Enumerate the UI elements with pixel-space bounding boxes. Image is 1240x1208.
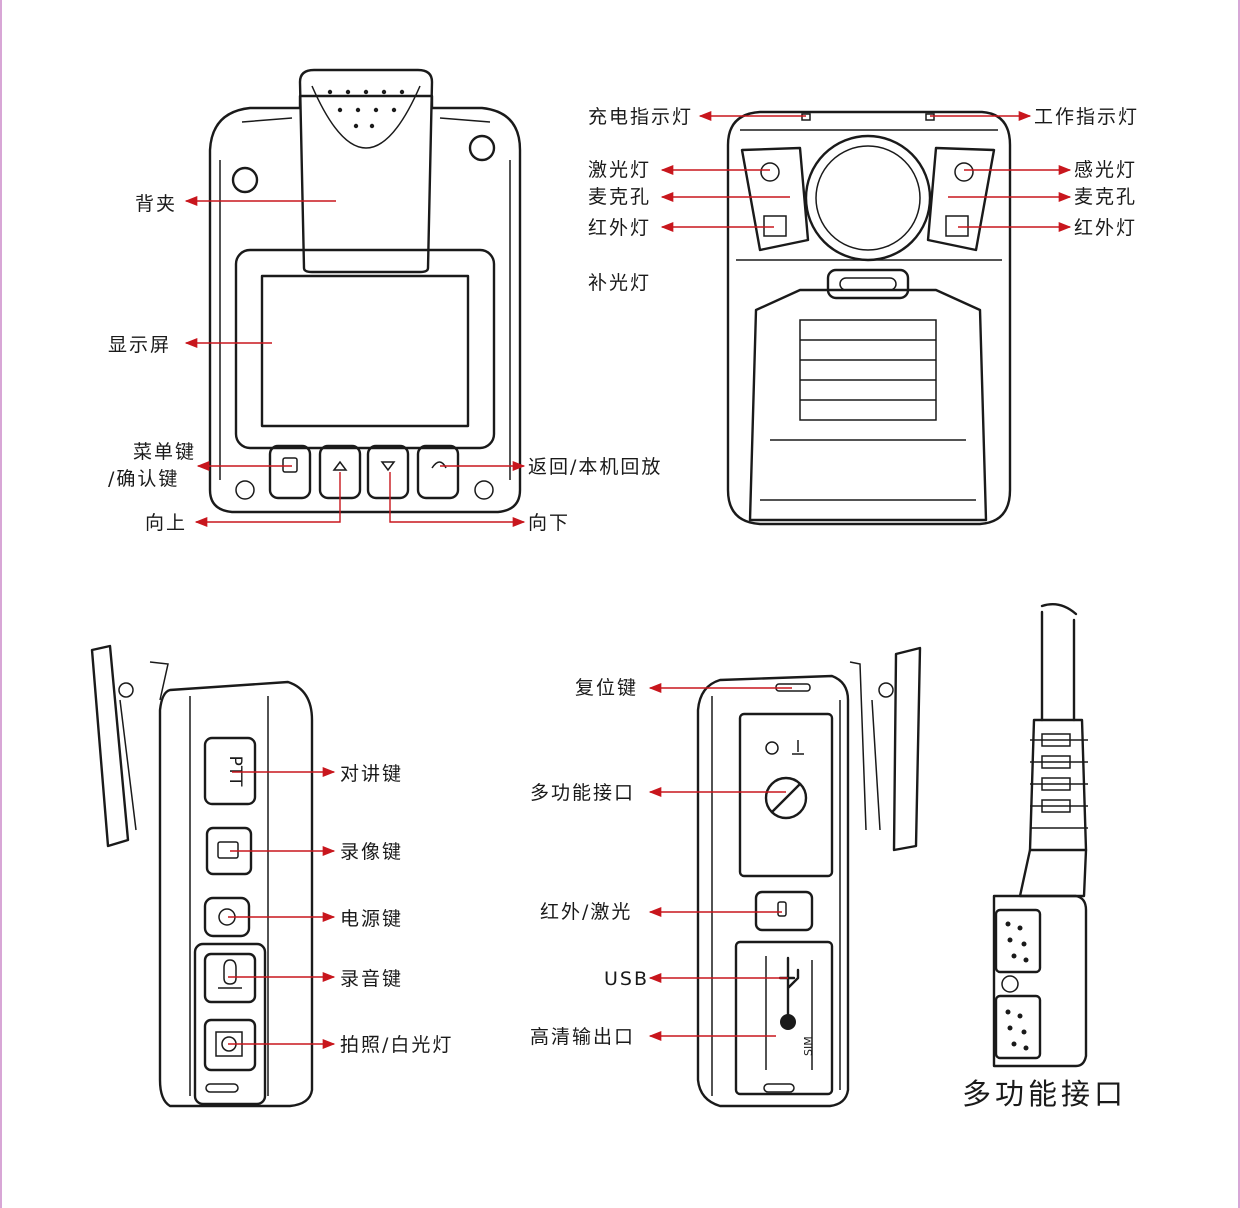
label-up: 向上 <box>145 512 187 534</box>
front-view <box>208 68 522 514</box>
label-down: 向下 <box>528 512 570 534</box>
label-audio-key: 录音键 <box>340 968 403 990</box>
label-light-sensor: 感光灯 <box>1074 159 1137 181</box>
multi-port-cable <box>992 603 1088 1068</box>
label-menu-key-2: /确认键 <box>108 468 179 490</box>
cable-caption: 多功能接口 <box>962 1077 1127 1111</box>
label-reset-key: 复位键 <box>575 677 638 699</box>
arrow-down <box>389 472 526 528</box>
front-keypad <box>268 444 460 500</box>
sim-label: SIM <box>802 1036 815 1056</box>
label-mic-left: 麦克孔 <box>588 186 651 208</box>
back-clip <box>298 68 434 274</box>
label-mic-right: 麦克孔 <box>1074 186 1137 208</box>
label-ir-right: 红外灯 <box>1074 217 1137 239</box>
label-display: 显示屏 <box>108 334 171 356</box>
label-usb: USB <box>604 968 649 990</box>
right-side-view: SIM <box>696 646 922 1108</box>
label-charge-led: 充电指示灯 <box>588 106 693 128</box>
label-fill-light: 补光灯 <box>588 272 651 294</box>
label-menu-key-1: 菜单键 <box>133 441 196 463</box>
label-work-led: 工作指示灯 <box>1034 106 1139 128</box>
label-laser-light: 激光灯 <box>588 159 651 181</box>
label-ir-laser: 红外/激光 <box>540 901 632 923</box>
label-photo-key: 拍照/白光灯 <box>340 1034 453 1056</box>
label-ir-left: 红外灯 <box>588 217 651 239</box>
arrow-up <box>194 472 341 528</box>
label-multi-port: 多功能接口 <box>530 782 635 804</box>
label-video-key: 录像键 <box>340 841 403 863</box>
rear-view <box>726 110 1012 526</box>
label-power-key: 电源键 <box>340 908 403 930</box>
label-talk-key: 对讲键 <box>340 763 403 785</box>
label-back-clip: 背夹 <box>135 193 177 215</box>
left-side-view: PTT <box>90 644 314 1108</box>
ptt-key: PTT <box>203 736 257 806</box>
label-back-key: 返回/本机回放 <box>528 456 662 478</box>
label-hd-out: 高清输出口 <box>530 1026 635 1048</box>
